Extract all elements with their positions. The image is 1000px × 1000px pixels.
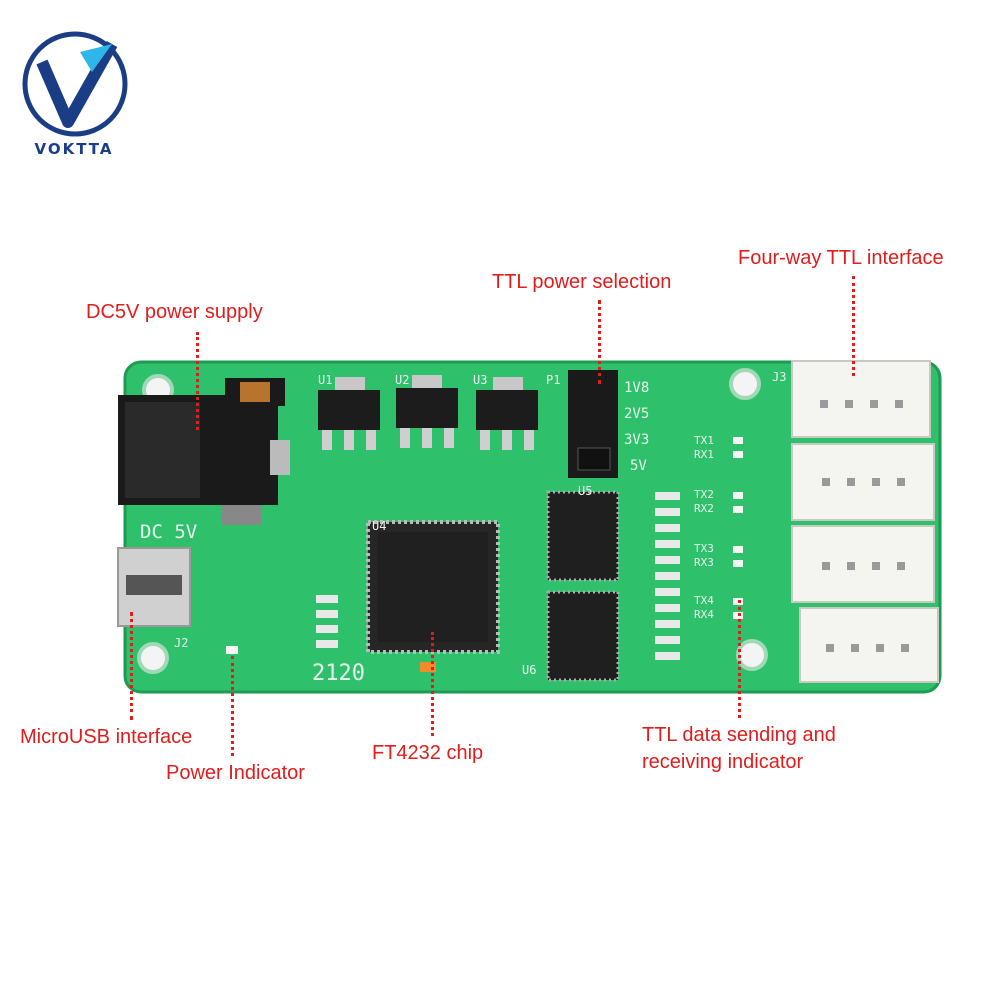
voktta-logo-icon [22, 31, 128, 137]
callout-line-ft4232 [431, 632, 434, 736]
silk-dc5v: DC 5V [140, 521, 197, 543]
silk-j2: J2 [174, 636, 188, 650]
silk-tx2: TX2 [694, 488, 714, 501]
callout-ttl-power: TTL power selection [492, 271, 672, 293]
callout-line-dc-power [196, 332, 199, 430]
silk-tx1: TX1 [694, 434, 714, 447]
callout-ttl-data-line2: receiving indicator [642, 751, 804, 773]
callout-line-ttl-data [738, 600, 741, 718]
silk-u4: U4 [372, 519, 386, 533]
power-led [226, 646, 238, 654]
mounting-hole [137, 642, 169, 674]
silk-date-code: 2120 [312, 661, 365, 686]
silk-u6: U6 [522, 663, 536, 677]
ttl-connector [791, 360, 939, 683]
callout-dc-power: DC5V power supply [86, 301, 263, 323]
silk-p1: P1 [546, 373, 560, 387]
regulator-u1 [318, 377, 380, 450]
silk-u5: U5 [578, 484, 592, 498]
ic-u6 [546, 590, 620, 682]
callout-line-ttl-power [598, 300, 601, 384]
silk-rx2: RX2 [694, 502, 714, 515]
silk-jumper-3v3: 3V3 [624, 432, 649, 448]
callout-four-way: Four-way TTL interface [738, 247, 944, 269]
silk-jumper-5v: 5V [630, 458, 647, 474]
brand-name: VOKTTA [34, 140, 114, 158]
callout-ft4232: FT4232 chip [372, 742, 484, 764]
silk-j3: J3 [772, 370, 786, 384]
silk-u3: U3 [473, 373, 487, 387]
mounting-hole [729, 368, 761, 400]
regulator-u2 [396, 375, 458, 448]
silk-rx3: RX3 [694, 556, 714, 569]
callout-line-four-way [852, 276, 855, 376]
silk-rx4: RX4 [694, 608, 714, 621]
silk-tx3: TX3 [694, 542, 714, 555]
silk-u2: U2 [395, 373, 409, 387]
silk-u1: U1 [318, 373, 332, 387]
silk-rx1: RX1 [694, 448, 714, 461]
callout-line-microusb [130, 612, 133, 720]
silk-tx4: TX4 [694, 594, 714, 607]
callout-microusb: MicroUSB interface [20, 726, 193, 748]
callout-line-power-indicator [231, 656, 234, 756]
silk-jumper-2v5: 2V5 [624, 406, 649, 422]
mounting-hole [736, 639, 768, 671]
regulator-u3 [476, 377, 538, 450]
silk-jumper-1v8: 1V8 [624, 380, 649, 396]
callout-power-indicator: Power Indicator [166, 762, 305, 784]
ic-u5 [546, 490, 620, 582]
callout-ttl-data-line1: TTL data sending and [642, 724, 836, 746]
